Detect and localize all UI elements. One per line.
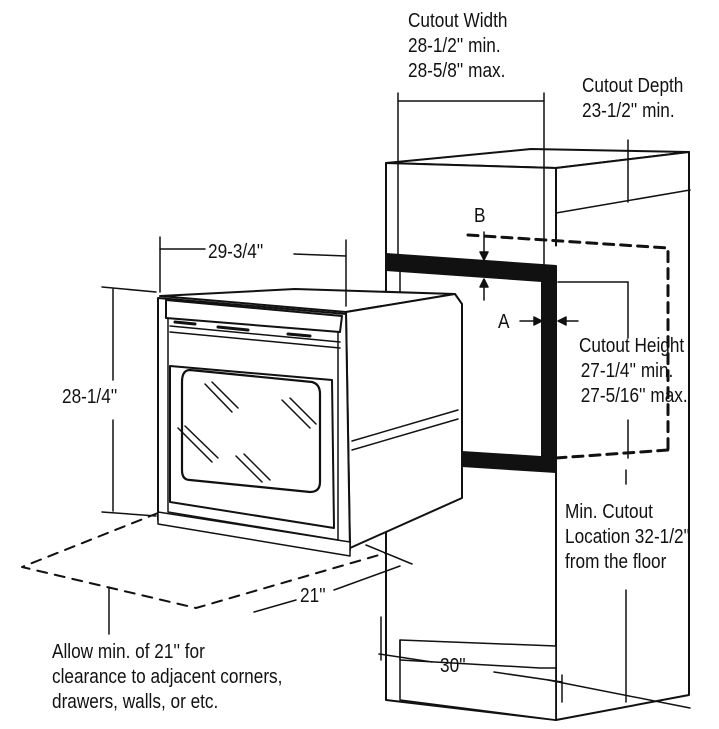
cutout-depth-label: Cutout Depth 23-1/2'' min. xyxy=(582,74,683,124)
dimension-lines xyxy=(101,92,691,709)
cutout-width-label: Cutout Width 28-1/2'' min. 28-5/8'' max. xyxy=(408,9,507,84)
cabinet-width-label: 30'' xyxy=(440,655,466,677)
min-cutout-location-line2: Location 32-1/2" xyxy=(565,526,690,548)
cabinet-right-side xyxy=(555,151,690,721)
cutout-height-max: 27-5/16'' max. xyxy=(580,385,688,407)
marker-a-label: A xyxy=(498,311,510,333)
min-cutout-location-line1: Min. Cutout xyxy=(565,501,653,523)
min-cutout-location-label: Min. Cutout Location 32-1/2" from the fl… xyxy=(565,500,690,575)
oven-window xyxy=(180,368,322,494)
clearance-note: Allow min. of 21'' for clearance to adja… xyxy=(52,640,282,715)
clearance-note-line1: Allow min. of 21'' for xyxy=(52,641,205,663)
oven-width-label: 29-3/4'' xyxy=(208,241,264,263)
oven-depth-label: 21'' xyxy=(300,585,326,607)
control-panel xyxy=(165,299,343,333)
cutout-width-title: Cutout Width xyxy=(408,10,508,32)
cutout-depth-title: Cutout Depth xyxy=(582,75,684,97)
cabinet-toe-kick xyxy=(399,639,557,721)
clearance-note-line2: clearance to adjacent corners, xyxy=(52,666,283,688)
cutout-frame-right xyxy=(541,279,557,471)
oven-trim xyxy=(157,511,351,557)
cutout-width-max: 28-5/8'' max. xyxy=(408,60,506,82)
cutout-width-min: 28-1/2'' min. xyxy=(408,35,501,57)
cutout-back-dashed xyxy=(466,233,670,452)
cutout-depth-min: 23-1/2'' min. xyxy=(582,100,675,122)
clearance-note-line3: drawers, walls, or etc. xyxy=(52,691,219,713)
marker-b-label: B xyxy=(474,205,486,227)
cutout-height-min: 27-1/4'' min. xyxy=(580,360,674,382)
cutout-height-title: Cutout Height xyxy=(579,335,685,357)
window-reflection xyxy=(177,381,317,483)
oven-height-label: 28-1/4'' xyxy=(62,386,118,408)
oven xyxy=(157,288,463,557)
min-cutout-location-line3: from the floor xyxy=(565,551,667,573)
cutout-height-label: Cutout Height 27-1/4'' min. 27-5/16'' ma… xyxy=(579,334,688,409)
cabinet-toe-kick-base xyxy=(399,639,557,669)
